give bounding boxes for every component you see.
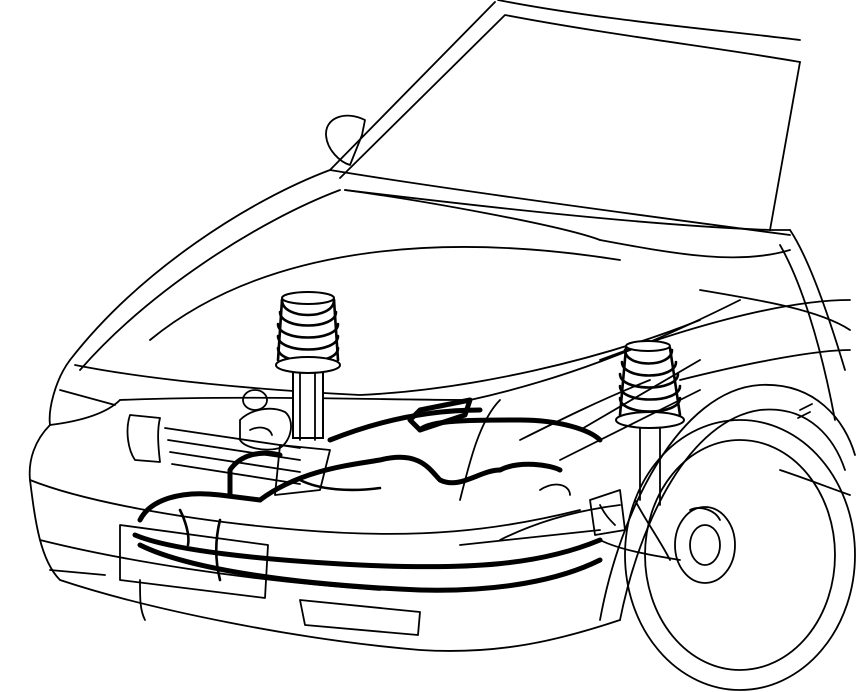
license-plate-area [119,524,269,599]
hood-transparency-lines [459,359,701,501]
front-wheel [599,384,856,691]
headlight [48,359,121,426]
lower-arm-right [459,483,681,561]
left-strut-spring [239,291,341,451]
windshield [329,0,801,236]
hood [69,169,791,401]
side-mirror [325,114,366,166]
grille [126,414,331,496]
subframe [132,397,603,593]
